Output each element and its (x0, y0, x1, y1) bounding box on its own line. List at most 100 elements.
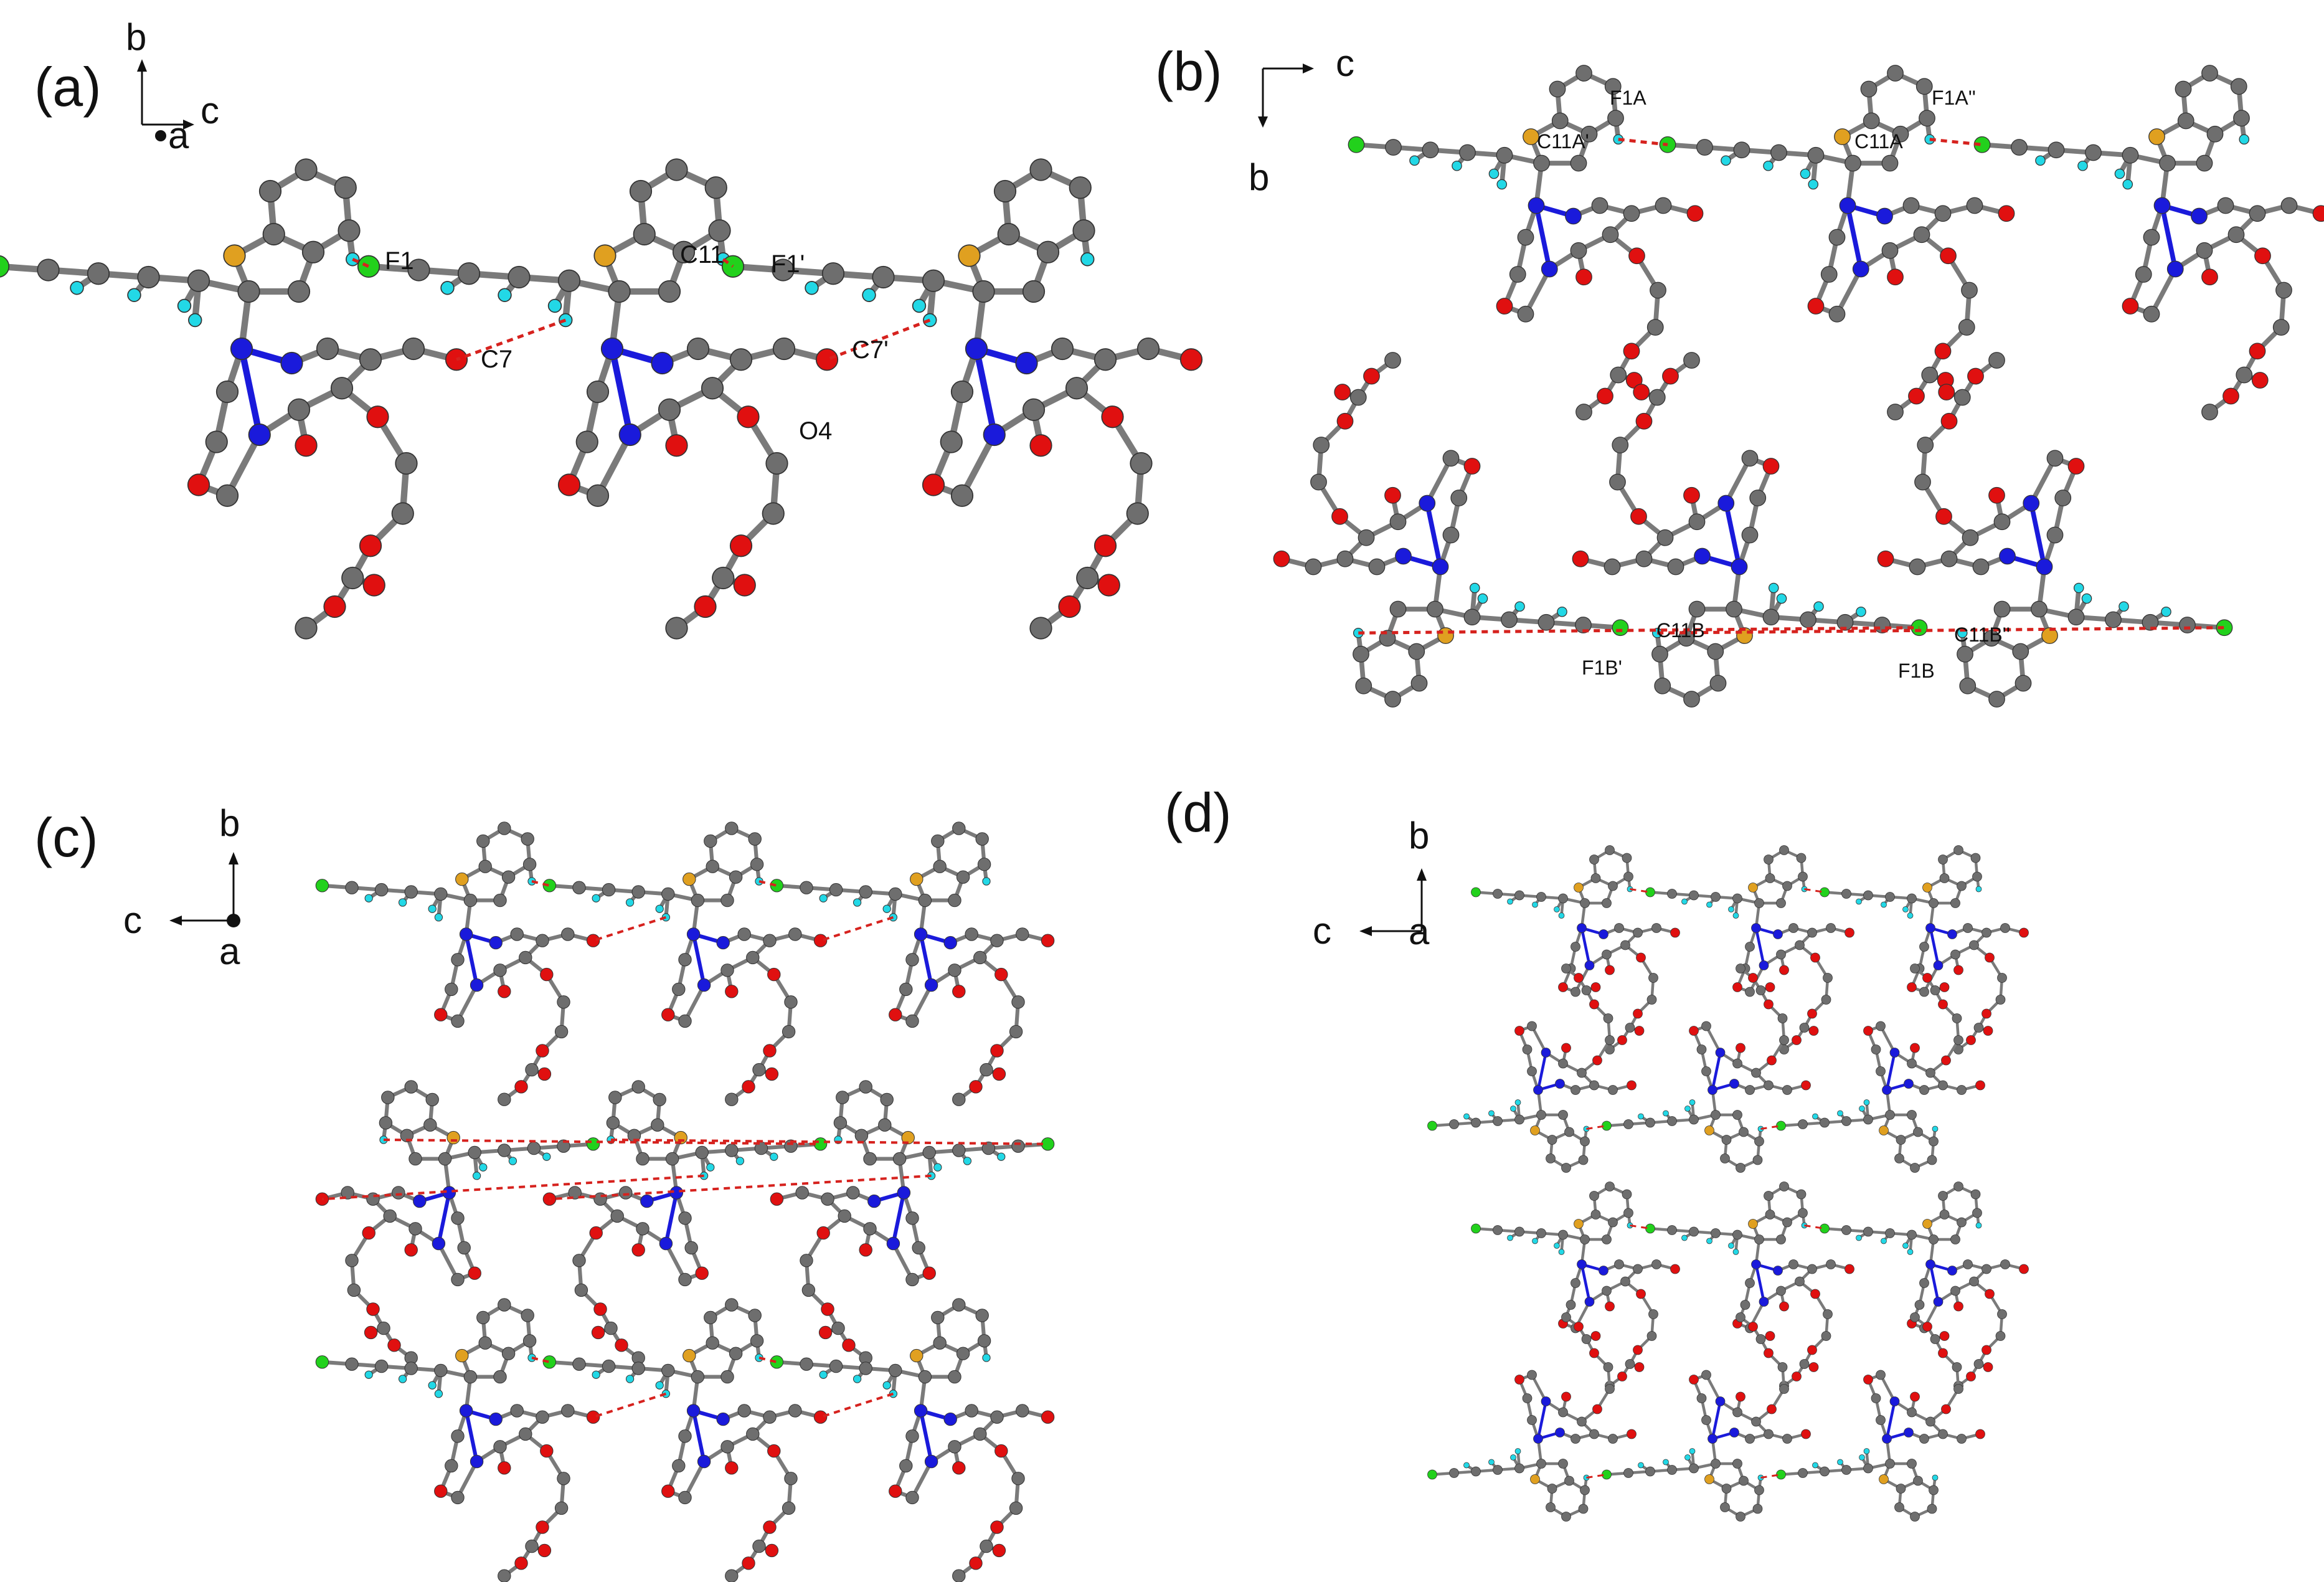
atom-c (1732, 1058, 1742, 1069)
atom-h (1532, 901, 1538, 908)
atom-c (404, 1362, 418, 1375)
atom-n (1694, 547, 1711, 565)
atom-c (658, 280, 681, 303)
atom-c (977, 1334, 991, 1348)
atom-c (1782, 1434, 1792, 1444)
atom-c (402, 337, 425, 361)
atom-s (1574, 1219, 1584, 1229)
atom-c (1798, 871, 1808, 882)
atom-c (1798, 1208, 1808, 1218)
atom-n (1599, 929, 1608, 939)
atom-h (853, 898, 862, 907)
atom-h (819, 894, 828, 902)
atom-o (1633, 1345, 1643, 1355)
atom-c (980, 1063, 993, 1077)
atom-c (554, 1025, 569, 1039)
atom-c (720, 1370, 734, 1384)
hydrogen-bond (1630, 888, 1651, 893)
panel-letter-b: (b) (1155, 40, 1222, 102)
atom-c (712, 566, 735, 590)
atom-c (1896, 1484, 1906, 1494)
atom-o (992, 1543, 1006, 1558)
bond (1879, 1025, 1896, 1054)
atom-c (409, 1222, 422, 1236)
label-F1B-prime: F1B' (1582, 656, 1622, 679)
atom-c (653, 1092, 666, 1107)
atom-o (1807, 1345, 1817, 1355)
atom-c (301, 240, 325, 263)
atom-n (1904, 1428, 1914, 1438)
atom-f (770, 1355, 784, 1369)
atom-c (1711, 1459, 1721, 1469)
atom-h (592, 894, 600, 902)
atom-c (395, 452, 418, 475)
atom-h (1463, 1113, 1470, 1120)
atom-c (631, 1362, 645, 1375)
atom-c (1570, 154, 1587, 172)
atom-c (1732, 893, 1742, 904)
atom-n (1925, 1259, 1935, 1269)
atom-s (2041, 627, 2058, 644)
atom-c (519, 950, 532, 965)
atom-c (1749, 490, 1767, 506)
atom-c (1589, 1429, 1599, 1439)
atom-c (1754, 898, 1764, 908)
atom-c (1696, 1393, 1707, 1403)
bond (1704, 1025, 1722, 1054)
atom-o (1670, 927, 1680, 938)
atom-c (400, 1129, 414, 1142)
atom-c (948, 1440, 961, 1454)
atom-c (1126, 502, 1149, 525)
atom-c (1800, 611, 1816, 628)
atom-c (1733, 141, 1750, 159)
atom-o (922, 1266, 936, 1280)
atom-c (1558, 1229, 1568, 1240)
molecule (1602, 1312, 1811, 1522)
atom-c (1623, 871, 1633, 882)
atom-c (1745, 1278, 1755, 1288)
atom-f (315, 879, 329, 893)
atom-n (1555, 1079, 1565, 1089)
atom-c (833, 1116, 848, 1130)
atom-o (1985, 952, 1995, 963)
molecule (1877, 352, 2233, 708)
atom-c (1522, 1393, 1533, 1403)
atom-c (1610, 366, 1627, 384)
atom-c (1740, 1300, 1750, 1310)
molecule (1659, 65, 2015, 420)
atom-c (586, 380, 610, 404)
bond (2028, 501, 2047, 569)
atom-c (215, 380, 239, 404)
atom-o (1179, 348, 1203, 371)
atom-c (1496, 146, 1513, 164)
atom-f (542, 1355, 557, 1369)
atom-h (1776, 593, 1787, 604)
atom-c (1745, 987, 1755, 997)
atom-h (1881, 1238, 1887, 1244)
atom-f (770, 879, 784, 893)
atom-o (729, 534, 753, 557)
atom-o (1029, 434, 1052, 457)
atom-c (434, 1363, 448, 1378)
bond (910, 983, 933, 1023)
atom-n (1773, 929, 1783, 939)
atom-c (1580, 1234, 1590, 1244)
atom-o (765, 1067, 779, 1081)
atom-o (733, 574, 756, 597)
atom-o (1634, 1362, 1645, 1372)
atom-o (859, 1243, 872, 1257)
bond (1580, 1262, 1591, 1304)
axis-label-b: b (1249, 156, 1269, 198)
atom-c (706, 860, 719, 873)
atom-c (1953, 1384, 1963, 1394)
bond (1754, 1262, 1765, 1304)
atom-c (1688, 600, 1706, 618)
molecule (1572, 352, 1928, 708)
atom-o (537, 1543, 552, 1558)
atom-c (493, 1370, 507, 1384)
atom-c (725, 1298, 739, 1312)
atom-c (407, 258, 430, 282)
atom-o (498, 1461, 511, 1475)
atom-o (2254, 247, 2271, 265)
atom-c (1683, 352, 1700, 369)
